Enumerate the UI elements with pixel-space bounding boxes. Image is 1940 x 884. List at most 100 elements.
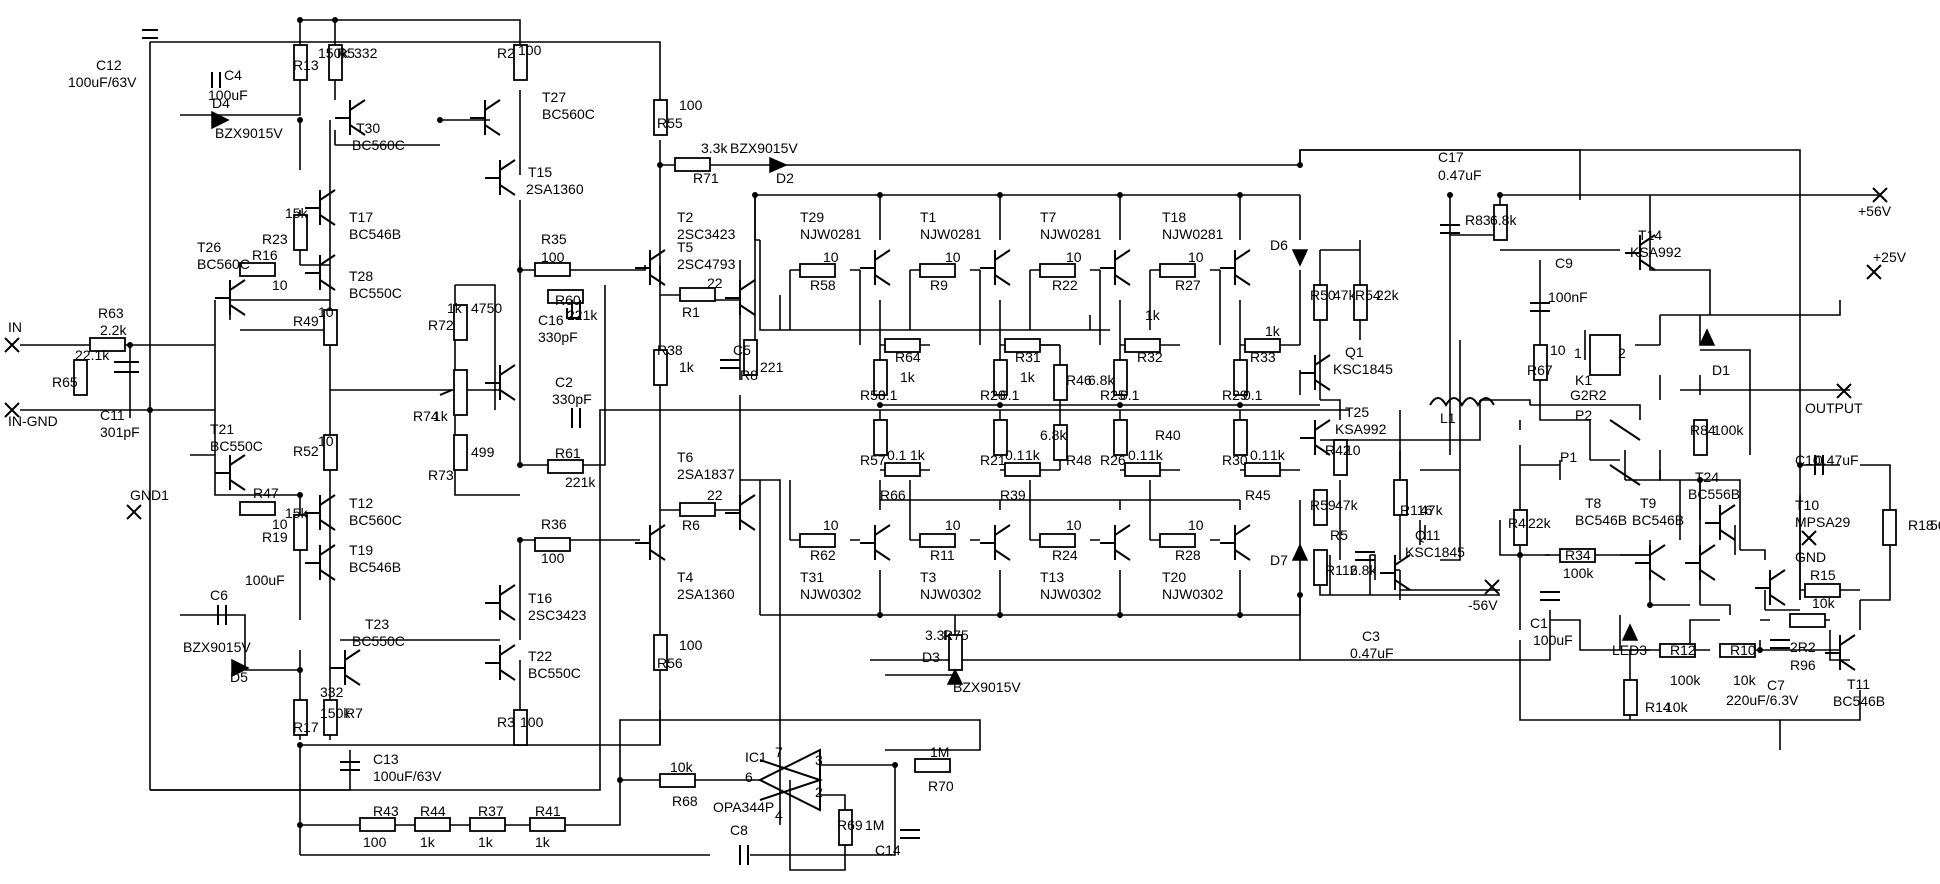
component-label: 0.47uF <box>1438 167 1482 183</box>
component-label: C12 <box>96 57 122 73</box>
component-label: 3 <box>815 752 823 768</box>
component-label: 6 <box>745 769 753 785</box>
component-label: R35 <box>541 231 567 247</box>
component-label: P1 <box>1560 449 1577 465</box>
component-label: C3 <box>1362 628 1380 644</box>
component-label: T2 <box>677 209 694 225</box>
component-label: R59 <box>1310 497 1336 513</box>
component-label: T13 <box>1040 569 1064 585</box>
component-label: 1k <box>1270 447 1286 463</box>
component-label: BC546B <box>1632 512 1684 528</box>
component-label: 10k <box>1665 699 1689 715</box>
component-label: 1k <box>1025 447 1041 463</box>
component-label: BC560C <box>197 256 250 272</box>
component-label: BZX9015V <box>953 679 1021 695</box>
component-label: R48 <box>1066 452 1092 468</box>
component-label: T25 <box>1345 404 1369 420</box>
component-label: R31 <box>1015 349 1041 365</box>
component-label: G2R2 <box>1570 387 1607 403</box>
component-label: 2 <box>1618 345 1626 361</box>
component-label: +56V <box>1858 203 1892 219</box>
component-label: 6.8k <box>1040 427 1067 443</box>
component-label: R74 <box>413 408 439 424</box>
component-label: NJW0281 <box>920 226 982 242</box>
component-label: T20 <box>1162 569 1186 585</box>
component-label: R112 <box>1325 562 1358 578</box>
component-label: 22k <box>1376 287 1400 303</box>
component-label: T9 <box>1640 495 1657 511</box>
component-label: LED3 <box>1612 642 1647 658</box>
component-label: KSA992 <box>1335 421 1387 437</box>
component-label: R49 <box>293 313 319 329</box>
component-label: 10k <box>1812 595 1836 611</box>
component-label: R45 <box>1245 487 1271 503</box>
component-label: BZX9015V <box>215 125 283 141</box>
component-label: T17 <box>349 209 373 225</box>
component-label: D7 <box>1270 552 1288 568</box>
component-label: 3.3k <box>925 627 952 643</box>
component-label: R96 <box>1790 657 1816 673</box>
component-label: 1k <box>1265 323 1281 339</box>
component-label: R70 <box>928 778 954 794</box>
component-label: C16 <box>538 312 564 328</box>
component-label: R41 <box>535 803 561 819</box>
component-label: NJW0302 <box>1040 586 1102 602</box>
component-label: BC550C <box>349 285 402 301</box>
component-label: MPSA29 <box>1795 514 1850 530</box>
component-label: 22 <box>707 275 723 291</box>
component-label: T4 <box>677 569 694 585</box>
component-label: 47k <box>1333 287 1357 303</box>
component-label: C11 <box>100 407 125 423</box>
component-label: -56V <box>1468 597 1498 613</box>
component-label: R26 <box>1100 452 1126 468</box>
component-label: T23 <box>365 616 389 632</box>
component-label: R55 <box>657 115 683 131</box>
component-label: R24 <box>1052 547 1078 563</box>
component-label: R37 <box>478 803 504 819</box>
component-label: NJW0281 <box>1162 226 1224 242</box>
component-label: BC550C <box>210 438 263 454</box>
component-label: 2.2k <box>100 322 127 338</box>
component-label: T15 <box>528 164 552 180</box>
component-label: R40 <box>1155 427 1181 443</box>
component-label: D6 <box>1270 237 1288 253</box>
component-label: T29 <box>800 209 824 225</box>
component-label: R25 <box>1100 387 1126 403</box>
component-label: C2 <box>555 374 573 390</box>
component-label: R2 <box>497 45 515 61</box>
component-label: 2SA1837 <box>677 466 735 482</box>
component-label: 332 <box>320 684 344 700</box>
component-label: 22.1k <box>75 347 110 363</box>
component-label: R22 <box>1052 277 1078 293</box>
component-label: 6.8k <box>1350 562 1377 578</box>
component-label: T6 <box>677 449 694 465</box>
component-label: D4 <box>212 95 230 111</box>
component-label: 1k <box>910 447 926 463</box>
component-label: 10 <box>272 516 288 532</box>
component-label: 4750 <box>471 300 502 316</box>
component-label: IN-GND <box>8 413 58 429</box>
component-label: R27 <box>1175 277 1201 293</box>
component-label: 150k <box>318 45 349 61</box>
component-label: 1M <box>930 744 949 760</box>
component-label: 0.1 <box>878 387 898 403</box>
component-label: T30 <box>356 120 380 136</box>
component-label: R5 <box>337 45 355 61</box>
component-label: R58 <box>810 277 836 293</box>
component-label: 3.3k <box>701 140 728 156</box>
component-label: L1 <box>1440 410 1456 426</box>
component-label: 100uF <box>1533 632 1573 648</box>
component-label: 100uF/63V <box>68 74 137 90</box>
component-label: K1 <box>1575 372 1592 388</box>
component-label: 100uF <box>245 572 285 588</box>
component-label: R75 <box>943 627 969 643</box>
component-label: BC560C <box>352 137 405 153</box>
component-label: 0.1 <box>1120 387 1140 403</box>
component-label: D5 <box>230 669 248 685</box>
component-label: 499 <box>471 444 495 460</box>
component-label: R83 <box>1465 212 1491 228</box>
component-label: T19 <box>349 542 373 558</box>
component-label: IC1 <box>745 749 767 765</box>
